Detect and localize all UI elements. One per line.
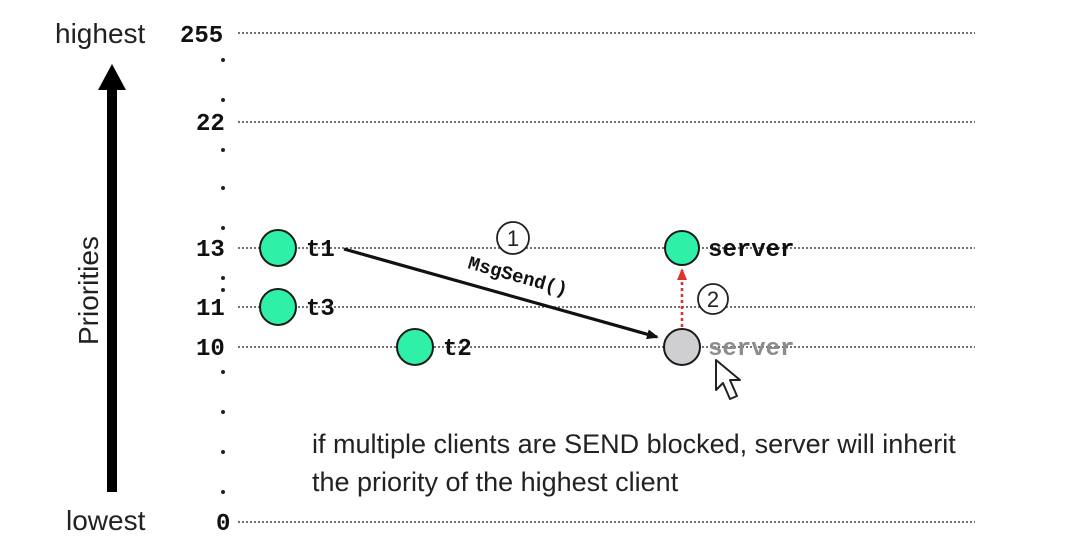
thread-t2: t2 xyxy=(396,328,472,366)
thread-t3: t3 xyxy=(259,288,335,326)
caption-line-2: the priority of the highest client xyxy=(312,467,679,497)
caption: if multiple clients are SEND blocked, se… xyxy=(312,425,1052,501)
msgsend-arrow: MsgSend() 1 xyxy=(343,221,659,340)
priority-axis: highest lowest Priorities xyxy=(55,18,146,536)
server-before: server xyxy=(663,328,794,366)
caption-line-1: if multiple clients are SEND blocked, se… xyxy=(312,429,956,459)
inherit-arrow: 2 xyxy=(677,268,729,327)
thread-label-t1: t1 xyxy=(306,237,335,264)
mouse-pointer-icon xyxy=(715,359,741,400)
axis-top-label: highest xyxy=(55,18,146,49)
server-node-inactive xyxy=(663,328,701,366)
msgsend-label: MsgSend() xyxy=(465,253,570,302)
thread-node-t3 xyxy=(259,288,297,326)
thread-node-t2 xyxy=(396,328,434,366)
level-label-13: 13 xyxy=(196,237,225,264)
server-label-active: server xyxy=(708,237,794,264)
thread-node-t1 xyxy=(259,229,297,267)
thread-label-t2: t2 xyxy=(443,336,472,363)
thread-label-t3: t3 xyxy=(306,296,335,323)
level-label-10: 10 xyxy=(196,336,225,363)
thread-t1: t1 xyxy=(259,229,335,267)
level-label-22: 22 xyxy=(196,111,225,138)
level-label-255: 255 xyxy=(180,23,223,50)
priority-levels: 255 22 13 11 10 0 xyxy=(180,23,975,538)
level-label-0: 0 xyxy=(216,511,230,538)
axis-title: Priorities xyxy=(73,236,104,345)
server-node-active xyxy=(664,230,700,266)
server-label-inactive: server xyxy=(708,336,794,363)
server-after: server xyxy=(664,230,794,266)
msgsend-line xyxy=(343,247,659,340)
step-1-badge xyxy=(496,221,530,255)
step-2-badge xyxy=(697,283,729,315)
axis-arrow-head xyxy=(98,64,126,90)
step-1-number: 1 xyxy=(507,226,519,251)
ellipsis-dots xyxy=(221,58,225,494)
step-2-number: 2 xyxy=(707,287,719,312)
axis-bottom-label: lowest xyxy=(66,505,146,536)
level-label-11: 11 xyxy=(196,296,225,323)
